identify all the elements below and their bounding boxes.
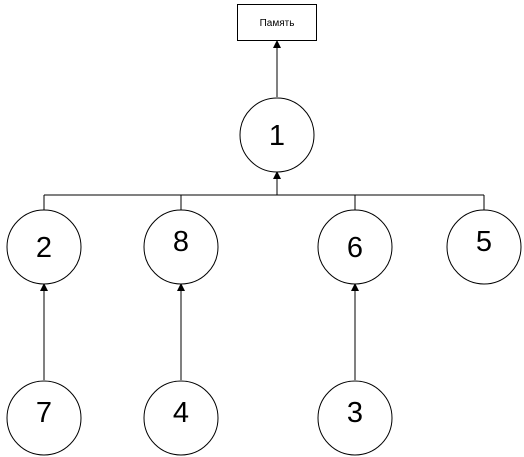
- node-1-label: 1: [269, 120, 285, 152]
- node-6-circle: [317, 209, 393, 285]
- node-8-circle: [143, 209, 219, 285]
- node-5-circle: [446, 209, 522, 285]
- memory-box: Память: [237, 4, 317, 41]
- node-5-label: 5: [476, 226, 492, 258]
- node-2: 2: [6, 209, 82, 285]
- node-6: 6: [317, 209, 393, 285]
- node-3: 3: [317, 380, 393, 456]
- node-7-label: 7: [36, 397, 52, 429]
- node-6-label: 6: [347, 232, 363, 264]
- node-4-circle: [143, 380, 219, 456]
- node-2-circle: [6, 209, 82, 285]
- node-3-label: 3: [347, 397, 363, 429]
- node-1: 1: [239, 97, 315, 173]
- node-8: 8: [143, 209, 219, 285]
- memory-label: Память: [260, 18, 295, 29]
- node-1-circle: [239, 97, 315, 173]
- node-4-label: 4: [173, 397, 189, 429]
- node-4: 4: [143, 380, 219, 456]
- node-7-circle: [6, 380, 82, 456]
- node-2-label: 2: [36, 232, 52, 264]
- node-5: 5: [446, 209, 522, 285]
- node-8-label: 8: [173, 226, 189, 258]
- children-connector: [43, 194, 485, 210]
- node-7: 7: [6, 380, 82, 456]
- node-3-circle: [317, 380, 393, 456]
